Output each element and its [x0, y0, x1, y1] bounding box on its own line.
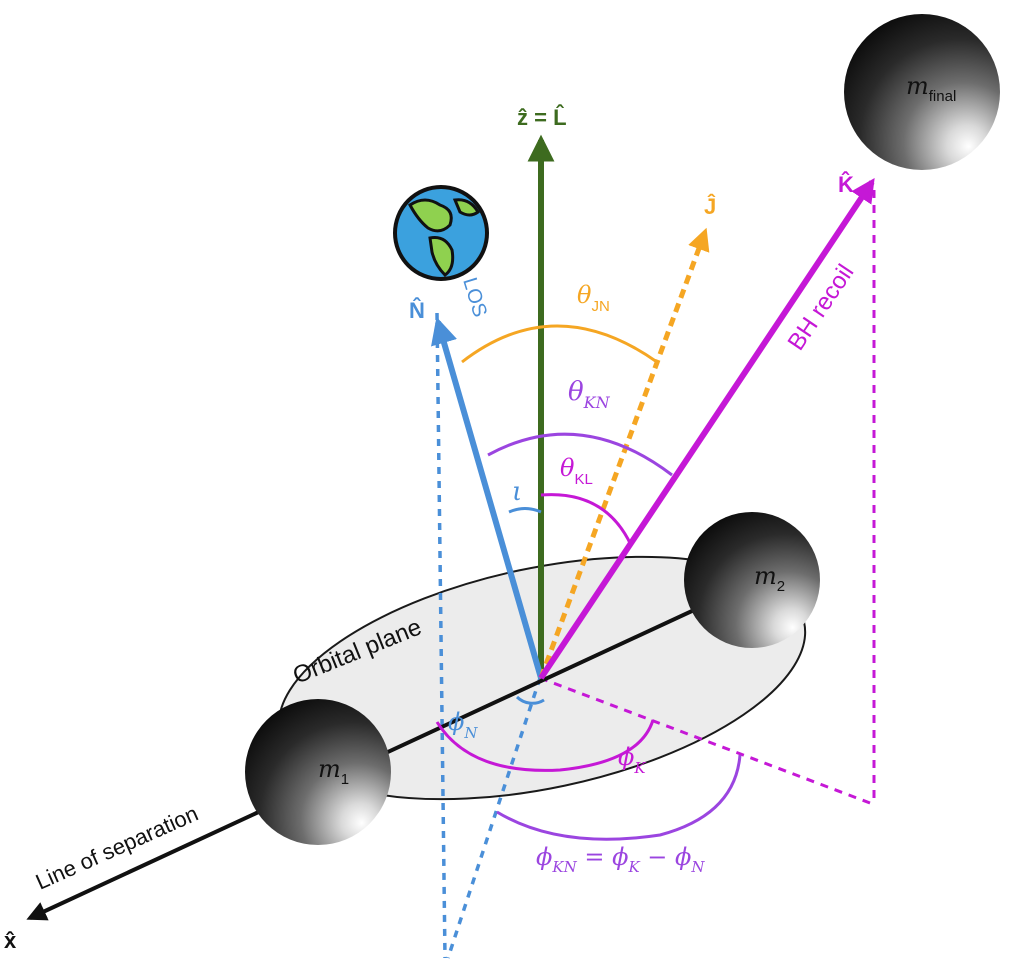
j-vector-label: Ĵ — [704, 194, 716, 219]
m2-sphere — [684, 512, 820, 648]
phi-kn-arc — [496, 754, 742, 841]
mfinal-label: mfinal — [906, 72, 956, 105]
line-of-separation-label: Line of separation — [32, 801, 202, 895]
z-axis-label: ẑ = L̂ — [517, 104, 567, 130]
iota-label: ι — [512, 477, 522, 507]
theta-kl-arc — [540, 493, 633, 546]
bh-recoil-label: BH recoil — [783, 260, 860, 356]
m2-label: m2 — [754, 562, 785, 595]
theta-kl-label: θKL — [560, 454, 593, 488]
x-axis-label: x̂ — [4, 928, 17, 953]
k-vector — [538, 178, 875, 680]
m1-sphere — [245, 699, 391, 845]
phi-n-arc — [515, 695, 545, 705]
k-vector-label: K̂ — [838, 171, 854, 197]
theta-jn-arc — [461, 324, 658, 364]
n-vector — [431, 316, 544, 679]
theta-jn-label: θJN — [577, 281, 610, 315]
iota-arc — [508, 507, 542, 514]
phi-n-label: ϕN — [448, 708, 478, 742]
los-label: LOS — [458, 275, 491, 320]
phi-k-arc — [435, 719, 655, 772]
theta-kn-arc — [487, 432, 673, 477]
mfinal-sphere — [844, 14, 1000, 170]
earth-icon — [393, 185, 489, 281]
phi-k-label: ϕK — [618, 743, 646, 777]
j-vector — [538, 227, 710, 679]
theta-kn-label: θKN — [568, 377, 611, 412]
los-dashed-line — [435, 312, 447, 959]
n-vector-label: N̂ — [409, 297, 425, 323]
m1-label: m1 — [318, 755, 349, 788]
phi-kn-formula: ϕKN = ϕK − ϕN — [536, 843, 705, 876]
